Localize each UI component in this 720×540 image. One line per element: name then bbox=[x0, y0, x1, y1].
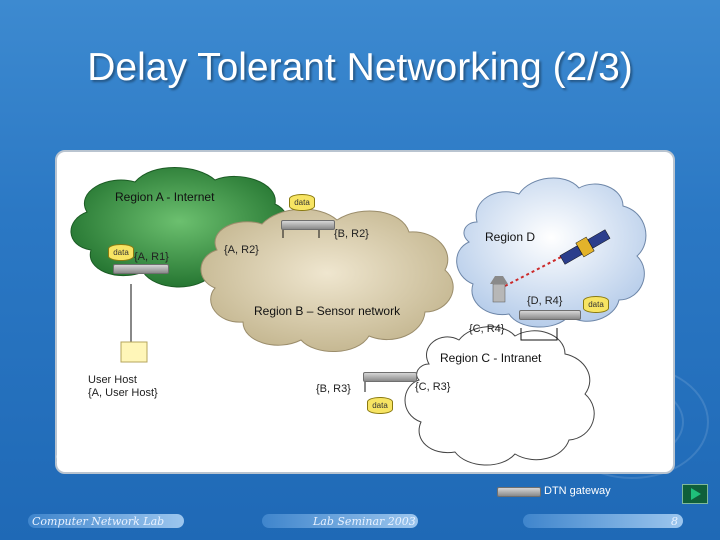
bullet-marker: Ø bbox=[56, 449, 68, 466]
footer-right-box bbox=[523, 514, 683, 528]
label-c-r3: {C, R3} bbox=[415, 381, 451, 393]
footer-center: Lab Seminar 2003 bbox=[313, 515, 416, 528]
footer-center-box bbox=[262, 514, 418, 528]
label-b-r3: {B, R3} bbox=[316, 383, 351, 395]
legend-gateway-swatch bbox=[497, 487, 541, 497]
region-c-label: Region C - Intranet bbox=[440, 351, 542, 365]
label-a-r2: {A, R2} bbox=[224, 244, 259, 256]
label-d-r4: {D, R4} bbox=[527, 295, 563, 307]
region-c-cloud bbox=[404, 326, 595, 466]
dtn-gateway-r2 bbox=[281, 220, 335, 230]
label-a-r1: {A, R1} bbox=[134, 251, 169, 263]
footer-left: Computer Network Lab bbox=[32, 515, 165, 528]
satellite-icon bbox=[559, 229, 611, 265]
data-bundle: data bbox=[108, 244, 134, 261]
user-host-icon bbox=[120, 341, 148, 363]
dtn-gateway-r1 bbox=[113, 264, 169, 274]
legend-gateway-label: DTN gateway bbox=[544, 485, 611, 497]
footer-left-box bbox=[28, 514, 184, 528]
data-bundle: data bbox=[367, 397, 393, 414]
data-bundle: data bbox=[289, 194, 315, 211]
antenna-icon bbox=[490, 276, 508, 303]
region-b-label: Region B – Sensor network bbox=[254, 304, 401, 318]
label-c-r4: {C, R4} bbox=[469, 323, 505, 335]
page-number: 8 bbox=[671, 515, 678, 528]
label-user-host: User Host bbox=[88, 374, 137, 386]
region-a-label: Region A - Internet bbox=[115, 190, 215, 204]
dtn-gateway-r3 bbox=[363, 372, 417, 382]
next-slide-button[interactable] bbox=[682, 484, 708, 504]
dtn-gateway-r4 bbox=[519, 310, 581, 320]
satellite-link bbox=[504, 255, 564, 287]
region-b-cloud bbox=[200, 208, 454, 352]
label-b-r2: {B, R2} bbox=[334, 228, 369, 240]
play-icon bbox=[691, 488, 701, 500]
label-user-host-addr: {A, User Host} bbox=[88, 387, 158, 399]
slide-title: Delay Tolerant Networking (2/3) bbox=[87, 46, 633, 89]
diagram-panel: Region A - Internet Region B – Sensor ne… bbox=[55, 150, 675, 474]
data-bundle: data bbox=[583, 296, 609, 313]
region-d-label: Region D bbox=[485, 230, 536, 244]
